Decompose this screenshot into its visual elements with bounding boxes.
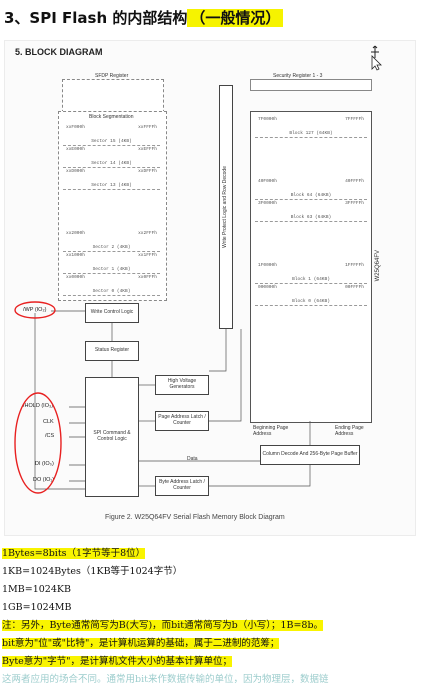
security-label: Security Register 1 - 3	[273, 73, 323, 79]
sector-row-end: xx0FFFh	[138, 275, 157, 280]
note-line-8: 这两者应用的场合不同。通常用bit来作数据传输的单位，因为物理层，数据链	[2, 674, 329, 685]
note-line-4: 1GB=1024MB	[2, 602, 72, 613]
status-register: Status Register	[85, 341, 139, 361]
sector-row-name: Sector 13 (4KB)	[91, 183, 132, 188]
spi-command-control-logic: SPI Command & Control Logic	[85, 377, 139, 497]
sector-row-name: Sector 15 (4KB)	[91, 139, 132, 144]
ending-page-label: Ending Page Address	[335, 425, 364, 437]
block-diagram-figure: 5. BLOCK DIAGRAM SFDP Register Block Seg…	[4, 40, 416, 536]
diagram-title: 5. BLOCK DIAGRAM	[15, 47, 103, 57]
note-line-5: 注：另外，Byte通常简写为B(大写)，而bit通常简写为b（小写）；1B=8b…	[2, 617, 419, 635]
sector-row-end: xx2FFFh	[138, 231, 157, 236]
block-row-name: Block 63 (64KB)	[290, 215, 332, 220]
sector-row-end: xx1FFFh	[138, 253, 157, 258]
sector-row-start: xx1000h	[66, 253, 85, 258]
sector-row-start: xx2000h	[66, 231, 85, 236]
pin-do: DO (IO₁)	[33, 477, 55, 483]
high-voltage-generators: High Voltage Generators	[155, 375, 209, 395]
pin-wp: /WP (IO₂)	[23, 307, 47, 313]
security-register	[250, 79, 372, 91]
sector-row-start: xxD000h	[66, 169, 85, 174]
column-decode-page-buffer: Column Decode And 256-Byte Page Buffer	[260, 445, 360, 465]
red-annotation-marks	[14, 301, 62, 494]
note-line-1: 1Bytes=8bits（1字节等于8位）	[2, 545, 419, 563]
block-row-start: 3F0000h	[258, 201, 277, 206]
block-row-name: Block 1 (64KB)	[292, 277, 330, 282]
sector-row-name: Sector 14 (4KB)	[91, 161, 132, 166]
block-row-end: 40FFFFh	[345, 179, 364, 184]
note-text-6: bit意为"位"或"比特"，是计算机运算的基础，属于二进制的范筹；	[2, 638, 280, 649]
block-row-start: 1F0000h	[258, 263, 277, 268]
sector-row-end: xxFFFFh	[138, 125, 157, 130]
sector-row-start: xxE000h	[66, 147, 85, 152]
block-row-start: 40F000h	[258, 179, 277, 184]
block-segmentation-label: Block Segmentation	[89, 114, 134, 120]
sector-row-end: xxEFFFh	[138, 147, 157, 152]
block-row-name: Block 64 (64KB)	[290, 193, 332, 198]
beginning-page-label: Beginning Page Address	[253, 425, 289, 437]
block-row-end: 7FFFFFh	[345, 117, 364, 122]
block-row-start: 000000h	[258, 285, 277, 290]
sector-row-end: xxDFFFh	[138, 169, 157, 174]
connection-lines	[34, 310, 311, 490]
pin-di: DI (IO₀)	[35, 461, 54, 467]
sector-row-name: Sector 1 (4KB)	[92, 267, 131, 272]
title-highlight: （一般情况）	[187, 9, 284, 27]
sector-row-name: Sector 0 (4KB)	[92, 289, 131, 294]
pin-hold: /HOLD (IO₃)	[23, 403, 54, 409]
sector-row-name: Sector 2 (4KB)	[92, 245, 131, 250]
notes-section: 1Bytes=8bits（1字节等于8位） 1KB=1024Bytes（1KB等…	[2, 545, 419, 689]
move-cursor-icon	[371, 45, 382, 71]
pin-cs: /CS	[45, 433, 55, 439]
note-text-7: Byte意为"字节"，是计算机文件大小的基本计算单位；	[2, 656, 233, 667]
block-row-start: 7F0000h	[258, 117, 277, 122]
page-address-latch: Page Address Latch / Counter	[155, 411, 209, 431]
write-protect-row-decode: Write Protect Logic and Row Decode	[219, 85, 233, 329]
block-row-end: 00FFFFh	[345, 285, 364, 290]
note-line-2: 1KB=1024Bytes（1KB等于1024字节）	[2, 566, 183, 577]
note-text-1: 1Bytes=8bits（1字节等于8位）	[2, 548, 146, 559]
byte-address-latch: Byte Address Latch / Counter	[155, 476, 209, 496]
block-row-end: 1FFFFFh	[345, 263, 364, 268]
write-control-logic: Write Control Logic	[85, 303, 139, 323]
block-row-end: 3FFFFFh	[345, 201, 364, 206]
note-line-7: Byte意为"字节"，是计算机文件大小的基本计算单位；	[2, 653, 419, 671]
data-label: Data	[187, 456, 198, 462]
sector-row-start: xxF000h	[66, 125, 85, 130]
note-line-3: 1MB=1024KB	[2, 584, 71, 595]
section-title: 3、SPI Flash 的内部结构（一般情况）	[4, 4, 284, 32]
block-row-name: Block 0 (64KB)	[292, 299, 330, 304]
figure-caption: Figure 2. W25Q64FV Serial Flash Memory B…	[105, 514, 285, 521]
note-line-6: bit意为"位"或"比特"，是计算机运算的基础，属于二进制的范筹；	[2, 635, 419, 653]
block-row-name: Block 127 (64KB)	[289, 131, 333, 136]
pin-clk: CLK	[43, 419, 54, 425]
sfdp-label: SFDP Register	[95, 73, 129, 79]
note-text-5: 注：另外，Byte通常简写为B(大写)，而bit通常简写为b（小写）；1B=8b…	[2, 620, 324, 631]
title-prefix: 3、SPI Flash 的内部结构	[4, 9, 188, 27]
sector-row-start: xx0000h	[66, 275, 85, 280]
